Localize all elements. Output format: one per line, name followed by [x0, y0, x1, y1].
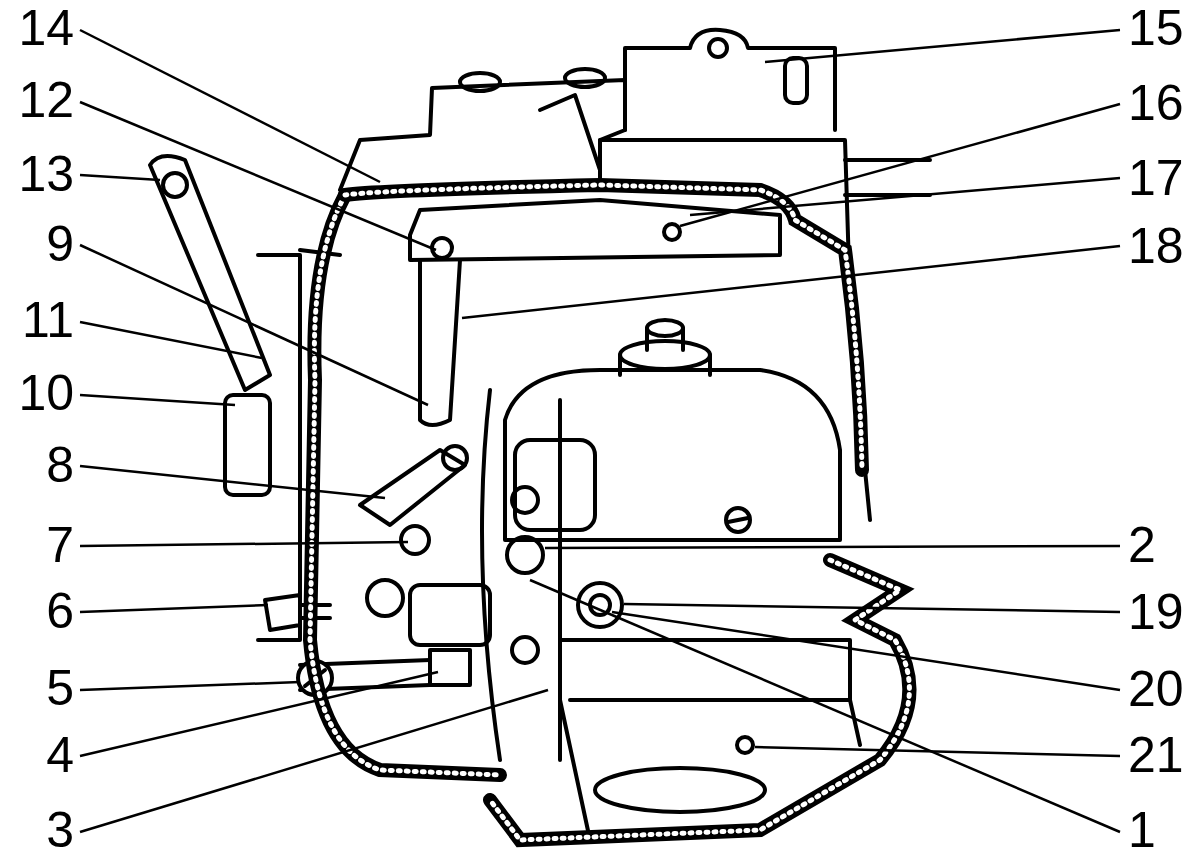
nut	[578, 583, 622, 627]
cut-stipple	[345, 185, 862, 470]
cut-stipple	[490, 560, 909, 840]
port-hole	[565, 69, 605, 87]
leader-line	[765, 30, 1120, 62]
callout-number: 15	[1128, 3, 1184, 53]
callout-number: 12	[18, 75, 74, 125]
governor-cover	[505, 370, 840, 540]
callout-number: 14	[18, 3, 74, 53]
leader-line	[612, 612, 1120, 690]
nut	[507, 537, 543, 573]
leader-line	[80, 542, 408, 546]
rail	[410, 200, 780, 260]
callout-number: 4	[46, 730, 74, 780]
leader-line	[530, 580, 1120, 832]
callout-number: 7	[46, 520, 74, 570]
lever-hole	[163, 173, 187, 197]
leader-line	[462, 246, 1120, 318]
pivot	[401, 526, 429, 554]
leader-line	[680, 104, 1120, 226]
leader-line	[545, 546, 1120, 548]
cut-edge	[310, 195, 500, 775]
screw-head	[737, 737, 753, 753]
lever-pin	[443, 446, 467, 470]
leader-line	[80, 690, 548, 832]
bracket-slot	[785, 58, 807, 103]
callout-number: 11	[22, 295, 74, 345]
cap-nut-side	[647, 328, 683, 350]
coupling	[515, 440, 595, 530]
leader-line	[80, 395, 235, 405]
screw-head	[432, 238, 452, 258]
lower-edge	[560, 700, 860, 840]
screw-head	[664, 224, 680, 240]
bracket-hole	[709, 39, 727, 57]
leader-line	[80, 30, 380, 182]
screw-head	[265, 595, 300, 630]
callout-number: 17	[1128, 153, 1184, 203]
callout-number: 20	[1128, 664, 1184, 714]
leader-lines	[80, 30, 1120, 832]
callout-number: 21	[1128, 730, 1184, 780]
leader-line	[80, 175, 160, 180]
bolt	[512, 487, 538, 513]
edge-line	[540, 95, 600, 170]
callout-number: 6	[46, 586, 74, 636]
cap-side	[620, 355, 710, 375]
callout-number: 2	[1128, 520, 1156, 570]
locknut	[430, 650, 470, 685]
section-edges	[310, 185, 909, 840]
callout-number: 18	[1128, 221, 1184, 271]
slot-screw	[726, 508, 750, 532]
pump-body	[150, 30, 930, 840]
cut-edge	[345, 185, 862, 470]
bracket	[625, 30, 835, 130]
callout-number: 13	[18, 149, 74, 199]
cap	[620, 341, 710, 369]
callout-number: 9	[46, 219, 74, 269]
callout-number: 16	[1128, 78, 1184, 128]
leader-line	[80, 682, 300, 690]
callout-number: 5	[46, 663, 74, 713]
leader-line	[80, 672, 438, 756]
leader-line	[624, 604, 1120, 612]
leader-line	[80, 322, 262, 358]
leader-line	[80, 102, 436, 250]
adjust-nut	[367, 580, 403, 616]
leader-line	[80, 245, 428, 405]
cut-edge	[490, 560, 909, 840]
callout-number: 1	[1128, 805, 1156, 855]
port-hole	[460, 73, 500, 91]
stop-lever	[360, 450, 465, 525]
bolt	[512, 637, 538, 663]
lower-housing	[560, 640, 850, 700]
callout-number: 3	[46, 805, 74, 855]
bowl	[595, 768, 765, 812]
rod	[420, 260, 460, 425]
screw-slot	[728, 518, 748, 522]
cut-stipple	[310, 195, 500, 775]
callout-number: 10	[18, 368, 74, 418]
leader-line	[80, 466, 385, 498]
cap-nut	[647, 320, 683, 336]
lever-boss	[225, 395, 270, 495]
leader-line	[690, 178, 1120, 215]
adjust-block	[410, 585, 490, 645]
leader-line	[80, 605, 268, 612]
callout-number: 19	[1128, 587, 1184, 637]
callout-number: 8	[46, 440, 74, 490]
top-block	[340, 80, 625, 190]
